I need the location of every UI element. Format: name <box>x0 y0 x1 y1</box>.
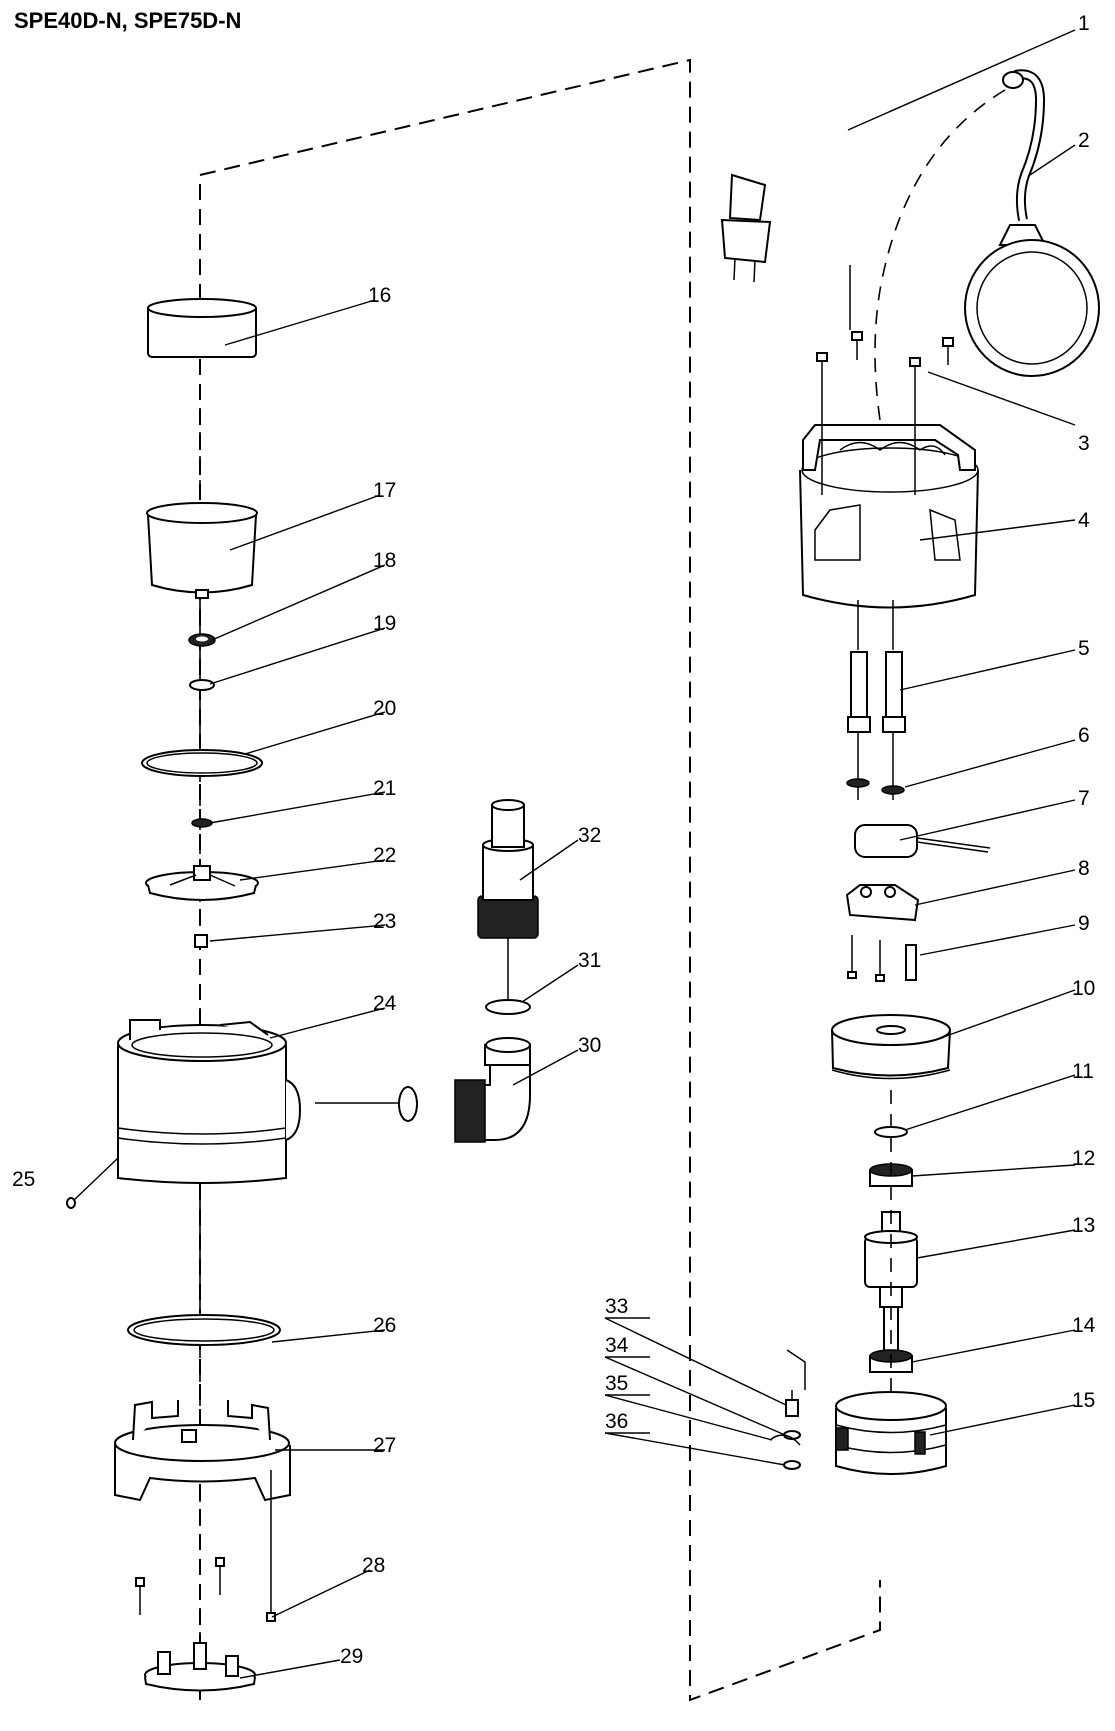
part-4-handle-housing <box>799 395 979 609</box>
part-10-motor-cover <box>831 1014 951 1080</box>
label-10: 10 <box>1072 977 1095 1000</box>
label-32: 32 <box>578 824 601 847</box>
part-25-screw <box>66 1157 119 1209</box>
part-6-connectors <box>846 732 905 800</box>
part-labels: 1 2 3 4 5 6 7 8 9 10 11 12 13 14 15 16 1… <box>12 12 1096 1668</box>
label-16: 16 <box>368 284 391 307</box>
part-31-ring <box>485 999 531 1015</box>
page-title: SPE40D-N, SPE75D-N <box>14 8 242 33</box>
part-26-o-ring <box>127 1314 281 1346</box>
part-24-pump-housing <box>117 1019 302 1184</box>
part-7-capacitor <box>854 824 991 858</box>
part-35-wire <box>769 1434 801 1446</box>
label-13: 13 <box>1072 1214 1095 1237</box>
label-29: 29 <box>340 1645 363 1668</box>
label-33: 33 <box>605 1295 628 1318</box>
label-11: 11 <box>1072 1060 1094 1083</box>
part-36-washer <box>783 1460 801 1470</box>
part-33-screw <box>785 1390 799 1417</box>
label-30: 30 <box>578 1034 601 1057</box>
label-1: 1 <box>1078 12 1090 35</box>
label-35: 35 <box>605 1372 628 1395</box>
label-17: 17 <box>373 479 396 502</box>
leader-lines <box>209 29 1076 1679</box>
label-14: 14 <box>1072 1314 1096 1337</box>
motor-link-line <box>786 1349 806 1390</box>
label-15: 15 <box>1072 1389 1095 1412</box>
label-21: 21 <box>373 777 396 800</box>
label-31: 31 <box>578 949 601 972</box>
part-15-stator <box>835 1391 947 1475</box>
label-18: 18 <box>373 549 396 572</box>
label-12: 12 <box>1072 1147 1095 1170</box>
part-28-screws <box>135 1470 276 1622</box>
label-6: 6 <box>1078 724 1090 747</box>
label-3: 3 <box>1078 432 1090 455</box>
part-1-power-cord <box>720 115 851 330</box>
part-20-gasket <box>141 749 263 777</box>
part-11-washer <box>874 1126 908 1138</box>
label-2: 2 <box>1078 129 1090 152</box>
part-3-screws <box>816 331 954 405</box>
part-30-elbow <box>398 1037 531 1143</box>
label-23: 23 <box>373 910 396 933</box>
part-18-ring <box>188 633 216 647</box>
part-23-nut <box>194 934 208 948</box>
label-26: 26 <box>373 1314 396 1337</box>
part-9-screws <box>847 935 917 982</box>
label-28: 28 <box>362 1554 385 1577</box>
label-4: 4 <box>1078 509 1090 532</box>
part-32-hose-adapter <box>477 799 539 1000</box>
part-8-terminal-block <box>845 884 920 922</box>
part-29-bottom-plate <box>144 1642 256 1692</box>
label-8: 8 <box>1078 857 1090 880</box>
part-21-seal <box>191 818 213 828</box>
label-20: 20 <box>373 697 396 720</box>
label-25: 25 <box>12 1168 35 1191</box>
label-24: 24 <box>373 992 397 1015</box>
label-19: 19 <box>373 612 396 635</box>
part-2-float-switch <box>964 69 1100 377</box>
part-5-posts <box>847 600 906 733</box>
part-27-base <box>114 1400 291 1502</box>
part-22-impeller <box>145 865 259 901</box>
label-22: 22 <box>373 844 396 867</box>
part-17-motor-cup <box>146 502 258 599</box>
label-34: 34 <box>605 1334 629 1357</box>
part-16-cap <box>147 298 257 358</box>
part-19-washer <box>189 679 215 691</box>
label-5: 5 <box>1078 637 1090 660</box>
label-27: 27 <box>373 1434 396 1457</box>
label-36: 36 <box>605 1410 628 1433</box>
label-7: 7 <box>1078 787 1090 810</box>
label-9: 9 <box>1078 912 1090 935</box>
